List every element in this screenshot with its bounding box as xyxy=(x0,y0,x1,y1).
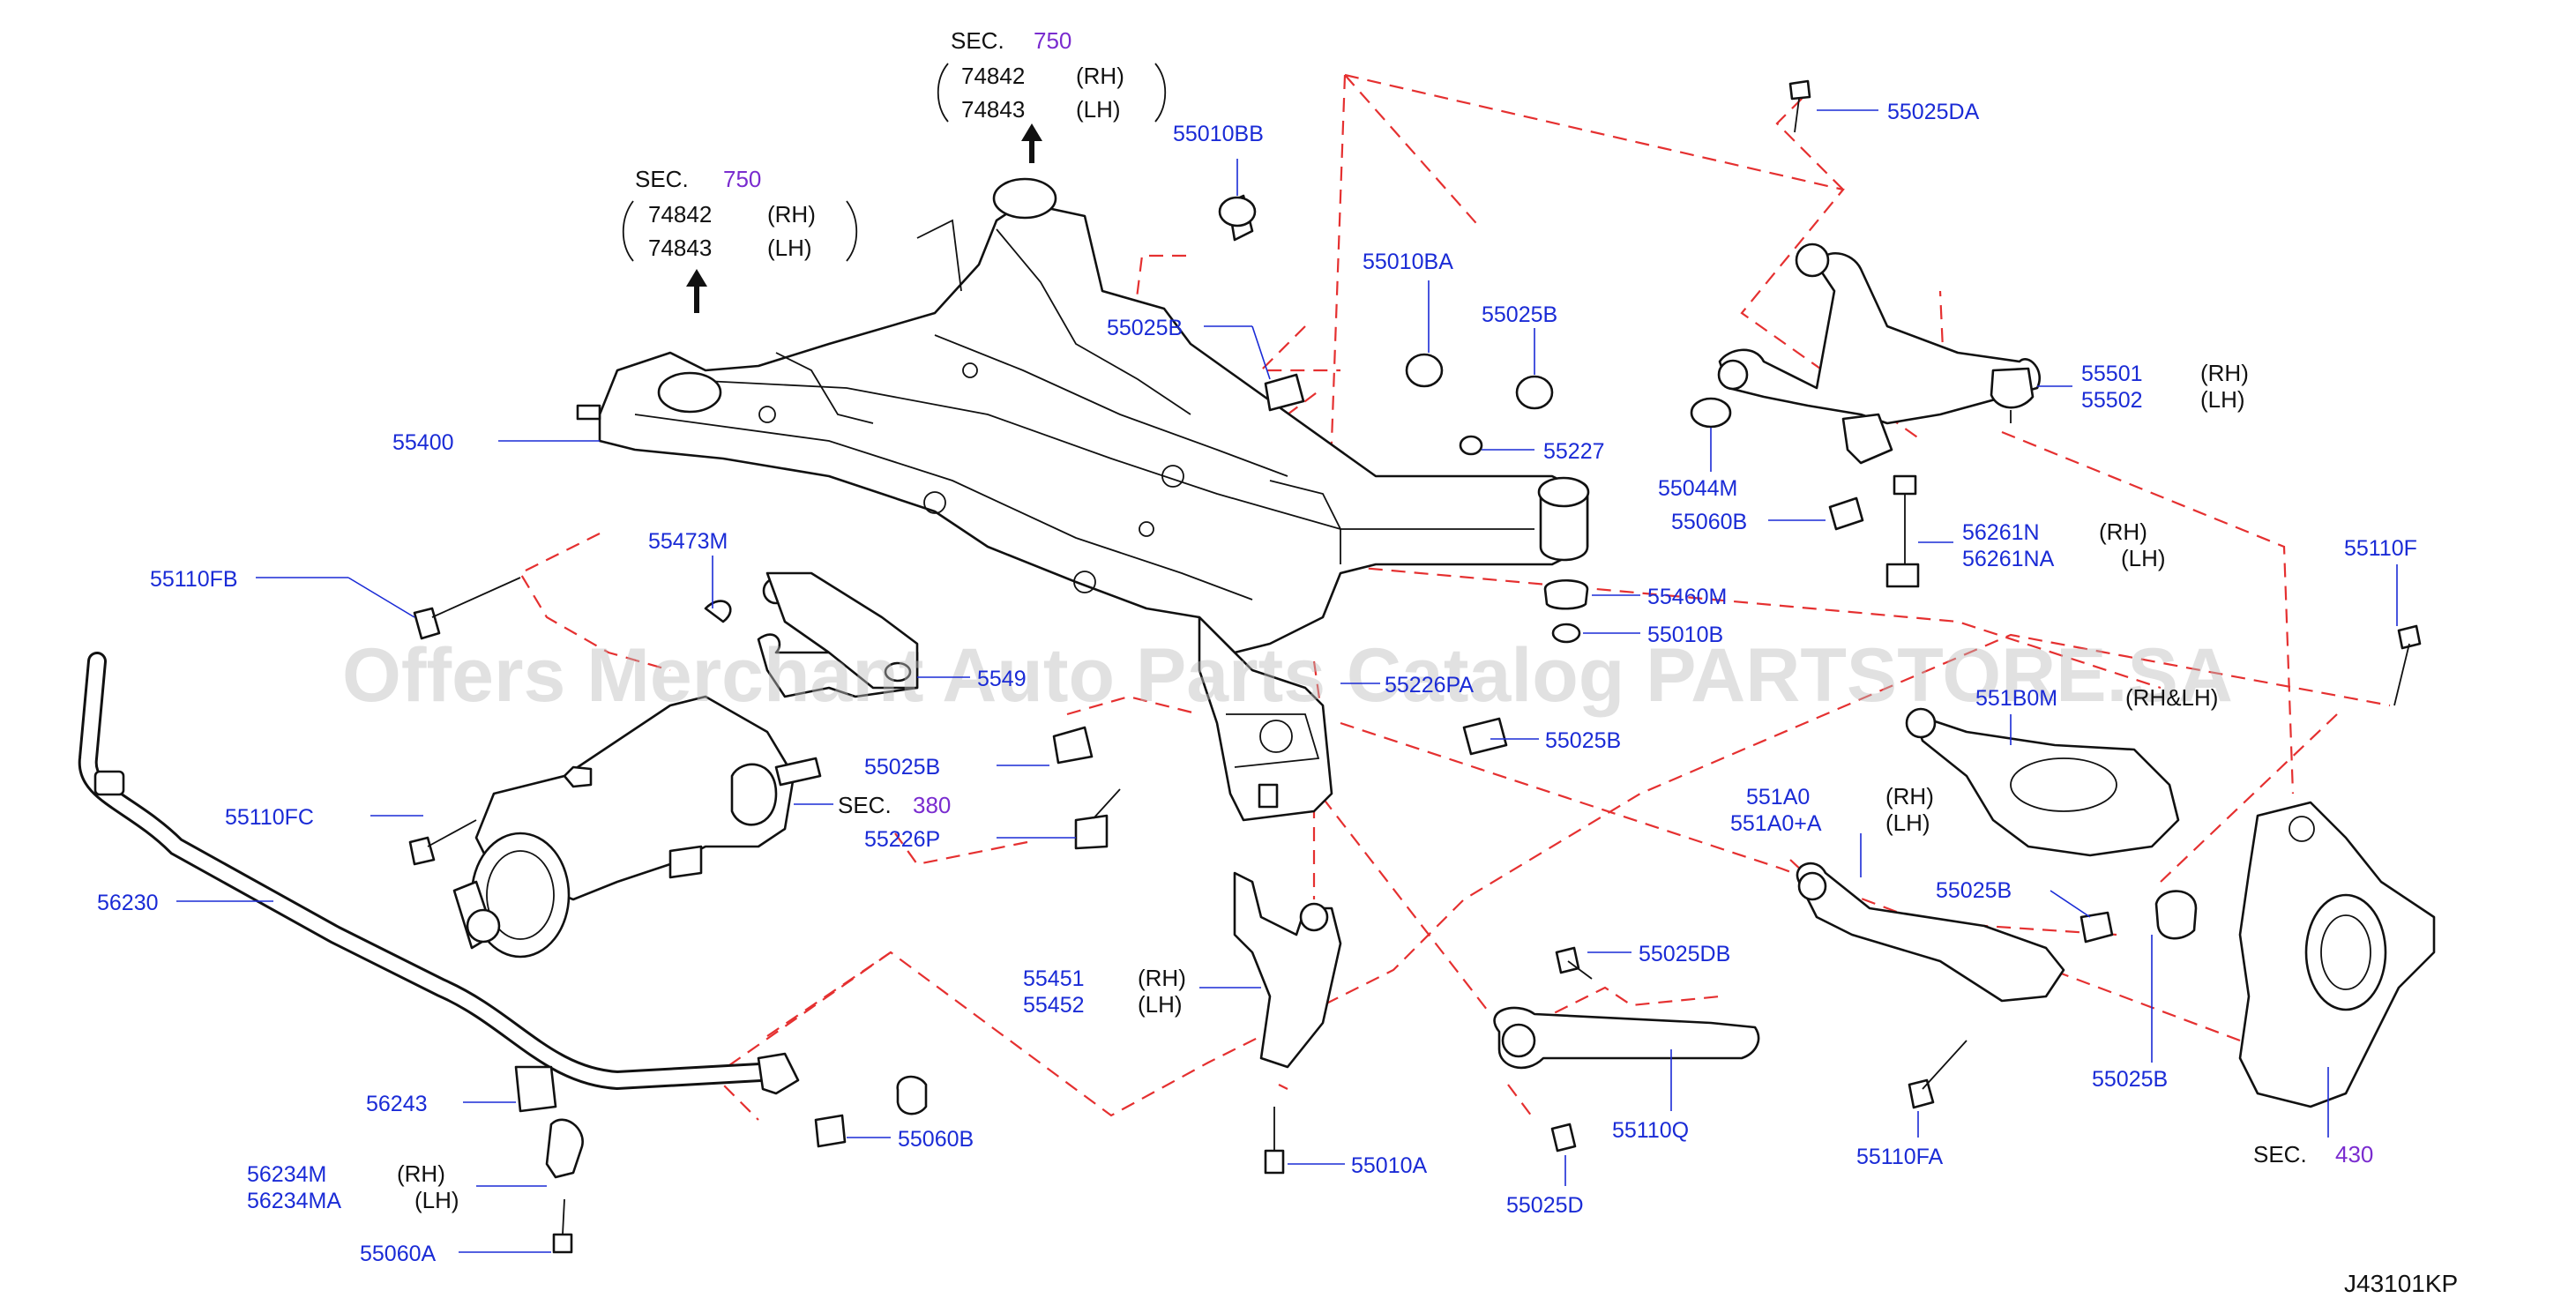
direction-arrows xyxy=(686,123,1042,313)
callout-55110Q[interactable]: 55110Q xyxy=(1612,1118,1689,1143)
callout-55451-side: (RH) xyxy=(1138,965,1186,991)
callout-55460M[interactable]: 55460M xyxy=(1647,585,1727,609)
callout-56234MA[interactable]: 56234MA xyxy=(247,1189,341,1213)
stabilizer-bar-56230 xyxy=(78,652,800,1179)
callout-55060B-a[interactable]: 55060B xyxy=(1671,510,1747,534)
callout-55025B-e[interactable]: 55025B xyxy=(1936,878,2012,903)
callout-56234MA-side: (LH) xyxy=(414,1187,459,1213)
sec-number[interactable]: 430 xyxy=(2335,1141,2373,1168)
callout-551A0-side: (RH) xyxy=(1885,783,1934,809)
callout-56261NA-side: (LH) xyxy=(2121,545,2166,571)
callout-55010B[interactable]: 55010B xyxy=(1647,623,1723,647)
rear-subframe-55400 xyxy=(576,177,1590,822)
sec-label: SEC. xyxy=(2253,1141,2307,1168)
knuckle-sec430 xyxy=(2238,801,2436,1108)
callout-55226P[interactable]: 55226P xyxy=(864,827,940,852)
upper-link-55501 xyxy=(1717,242,2041,465)
callout-551A0[interactable]: 551A0 xyxy=(1746,785,1810,809)
sec-ref-380: SEC. 380 xyxy=(794,792,951,818)
callout-55501-side: (RH) xyxy=(2200,360,2249,386)
link-bracket-55451 xyxy=(1233,871,1342,1069)
differential-assembly xyxy=(452,571,919,959)
ref-part-2: 74843 xyxy=(961,96,1025,123)
callout-55060A[interactable]: 55060A xyxy=(360,1242,437,1266)
callout-55452[interactable]: 55452 xyxy=(1023,993,1085,1018)
ref-part-2: 74843 xyxy=(648,235,712,261)
callout-55473M[interactable]: 55473M xyxy=(648,529,728,554)
sec-number[interactable]: 380 xyxy=(913,792,951,818)
diagram-code: J43101KP xyxy=(2344,1270,2458,1297)
sec-ref-top: SEC. 750 74842 (RH) 74843 (LH) xyxy=(937,27,1167,123)
callout-55010BA[interactable]: 55010BA xyxy=(1363,250,1453,274)
sec-ref-430: SEC. 430 xyxy=(2253,1067,2373,1168)
callout-55025B-a[interactable]: 55025B xyxy=(1107,316,1183,340)
callout-55502-side: (LH) xyxy=(2200,386,2245,413)
ref-part-1: 74842 xyxy=(648,201,712,228)
callout-55025B-c[interactable]: 55025B xyxy=(1545,728,1621,753)
callout-55226PA[interactable]: 55226PA xyxy=(1385,673,1474,698)
sec-number[interactable]: 750 xyxy=(723,166,761,192)
callout-56230[interactable]: 56230 xyxy=(97,891,159,915)
fasteners xyxy=(408,79,2422,1254)
callout-55025B-b[interactable]: 55025B xyxy=(1482,302,1557,327)
callout-55452-side: (LH) xyxy=(1138,991,1183,1018)
ref-part-1-side: (RH) xyxy=(1076,63,1124,89)
callout-55025DA[interactable]: 55025DA xyxy=(1887,100,1980,124)
callout-5549[interactable]: 5549 xyxy=(977,667,1027,691)
ref-part-2-side: (LH) xyxy=(767,235,812,261)
callout-55451[interactable]: 55451 xyxy=(1023,966,1085,991)
sec-label: SEC. xyxy=(838,792,892,818)
callout-55110FC[interactable]: 55110FC xyxy=(225,805,314,830)
callout-55501[interactable]: 55501 xyxy=(2081,362,2143,386)
callout-55060B-b[interactable]: 55060B xyxy=(898,1127,974,1152)
ref-part-1-side: (RH) xyxy=(767,201,816,228)
callout-56261NA[interactable]: 56261NA xyxy=(1962,547,2055,571)
callout-55400[interactable]: 55400 xyxy=(392,430,454,455)
callout-56234M[interactable]: 56234M xyxy=(247,1162,326,1187)
callout-55025D[interactable]: 55025D xyxy=(1506,1193,1584,1218)
sec-number[interactable]: 750 xyxy=(1034,27,1071,54)
callout-55025DB[interactable]: 55025DB xyxy=(1639,942,1730,966)
callout-55010A[interactable]: 55010A xyxy=(1351,1153,1428,1178)
callout-551B0M-side: (RH&LH) xyxy=(2125,684,2218,711)
ref-part-2-side: (LH) xyxy=(1076,96,1121,123)
callout-55110F[interactable]: 55110F xyxy=(2344,536,2417,561)
callout-56234M-side: (RH) xyxy=(397,1160,445,1187)
callout-56261N[interactable]: 56261N xyxy=(1962,520,2040,545)
watermark-text: Offers Merchant Auto Parts Catalog PARTS… xyxy=(342,633,2233,718)
callout-551B0M[interactable]: 551B0M xyxy=(1975,686,2057,711)
lower-arms xyxy=(1493,707,2180,1070)
callout-55502[interactable]: 55502 xyxy=(2081,388,2143,413)
callout-55025B-d[interactable]: 55025B xyxy=(864,755,940,780)
callout-55010BB[interactable]: 55010BB xyxy=(1173,122,1264,146)
callout-551A0A-side: (LH) xyxy=(1885,809,1930,836)
callout-55227[interactable]: 55227 xyxy=(1543,439,1605,464)
sec-label: SEC. xyxy=(951,27,1004,54)
callout-56243[interactable]: 56243 xyxy=(366,1092,428,1116)
ref-part-1: 74842 xyxy=(961,63,1025,89)
sec-label: SEC. xyxy=(635,166,689,192)
callout-55110FA[interactable]: 55110FA xyxy=(1856,1145,1944,1169)
callout-55044M[interactable]: 55044M xyxy=(1658,476,1737,501)
callout-55110FB[interactable]: 55110FB xyxy=(150,567,238,592)
callout-56261N-side: (RH) xyxy=(2099,518,2147,545)
callout-55025B-f[interactable]: 55025B xyxy=(2092,1067,2168,1092)
sec-ref-left: SEC. 750 74842 (RH) 74843 (LH) xyxy=(622,166,858,262)
part-callouts: 55400 55010BB 55025B 55010BA 55025B 5522… xyxy=(97,100,2417,1266)
callout-551A0A[interactable]: 551A0+A xyxy=(1730,811,1822,836)
